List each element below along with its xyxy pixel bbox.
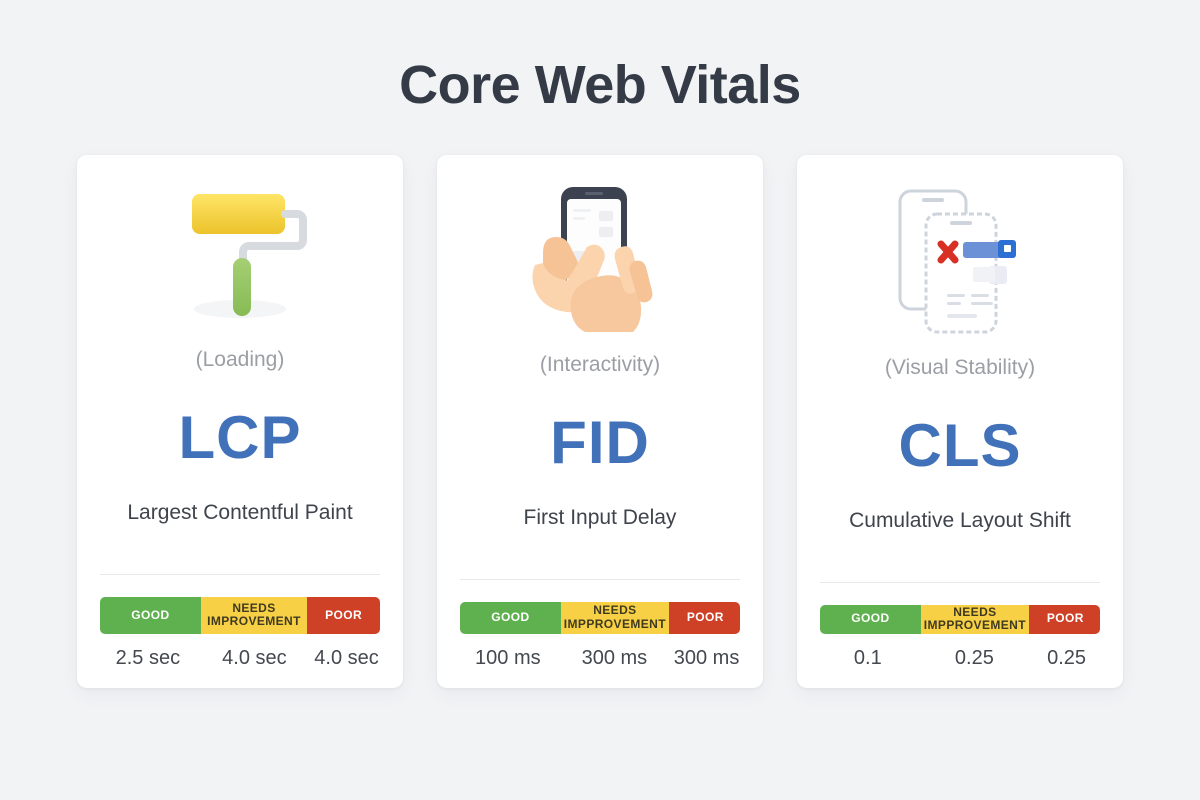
threshold-label: NEEDS IMPPROVEMENT [563,603,666,632]
threshold-value-good: 100 ms [475,647,541,669]
paint-roller-icon [192,194,307,318]
card-divider [820,582,1100,583]
card-divider [100,574,380,575]
threshold-bar: GOOD NEEDS IMPROVEMENT POOR [100,596,380,634]
threshold-label: POOR [325,607,363,622]
threshold-segment-needs-improvement: NEEDS IMPPROVEMENT [920,604,1029,634]
vitals-card[interactable]: (Visual Stability) CLS Cumulative Layout… [797,155,1123,688]
card-fullname: Cumulative Layout Shift [849,509,1071,532]
threshold-label-line2: IMPPROVEMENT [563,616,666,631]
card-illustration [461,181,739,336]
threshold-label-line2: IMPPROVEMENT [923,618,1026,633]
threshold-values: 0.1 0.25 0.25 [816,648,1104,668]
threshold-segment-poor: POOR [1028,604,1100,634]
threshold-value-needs-improvement: 300 ms [581,647,648,669]
threshold-label-line1: NEEDS [232,600,276,615]
threshold-segment-poor: POOR [668,601,740,634]
card-category: (Visual Stability) [884,356,1036,379]
threshold-value-good: 0.1 [853,647,882,669]
threshold-value-needs-improvement: 0.25 [954,647,994,669]
threshold-value-poor: 300 ms [673,647,740,669]
card-category: (Loading) [195,348,285,371]
threshold-segment-needs-improvement: NEEDS IMPROVEMENT [200,596,308,634]
threshold-segment-good: GOOD [100,596,201,634]
threshold-value-poor: 0.25 [1047,647,1087,669]
shifting-layout-phones-icon [898,189,1016,334]
threshold-values: 100 ms 300 ms 300 ms [456,648,744,668]
card-divider [460,579,740,580]
card-acronym: FID [550,409,650,476]
threshold-label: POOR [686,609,724,624]
threshold-bar: GOOD NEEDS IMPPROVEMENT POOR [820,604,1100,634]
threshold-label: NEEDS IMPROVEMENT [207,600,301,630]
vitals-card[interactable]: (Loading) LCP Largest Contentful Paint G… [77,155,403,688]
threshold-value-needs-improvement: 4.0 sec [222,647,287,669]
threshold-label: NEEDS IMPPROVEMENT [923,604,1026,634]
threshold-label: GOOD [131,607,170,622]
threshold-segment-poor: POOR [307,596,380,634]
threshold-label-line1: NEEDS [593,603,637,618]
card-acronym: CLS [898,412,1022,479]
threshold-values: 2.5 sec 4.0 sec 4.0 sec [96,648,384,668]
red-x-mark [937,240,959,264]
card-fullname: First Input Delay [523,506,677,529]
threshold-segment-needs-improvement: NEEDS IMPPROVEMENT [560,601,669,634]
card-acronym: LCP [178,404,302,471]
card-illustration [821,181,1099,339]
hands-tapping-phone-icon [532,187,653,332]
threshold-label: GOOD [851,611,890,626]
threshold-value-good: 2.5 sec [115,647,181,669]
card-illustration [101,181,379,331]
page-title: Core Web Vitals [399,55,801,115]
card-category: (Interactivity) [539,353,661,376]
threshold-segment-good: GOOD [460,601,561,634]
card-fullname: Largest Contentful Paint [127,501,353,524]
threshold-label: POOR [1046,611,1084,626]
vitals-card[interactable]: (Interactivity) FID First Input Delay GO… [437,155,763,688]
vitals-card-list: (Loading) LCP Largest Contentful Paint G… [77,155,1123,688]
threshold-bar: GOOD NEEDS IMPPROVEMENT POOR [460,601,740,634]
threshold-label-line1: NEEDS [953,604,997,619]
threshold-label-line2: IMPROVEMENT [207,614,301,629]
threshold-label: GOOD [491,609,530,624]
threshold-segment-good: GOOD [820,604,921,634]
threshold-value-poor: 4.0 sec [314,647,379,669]
